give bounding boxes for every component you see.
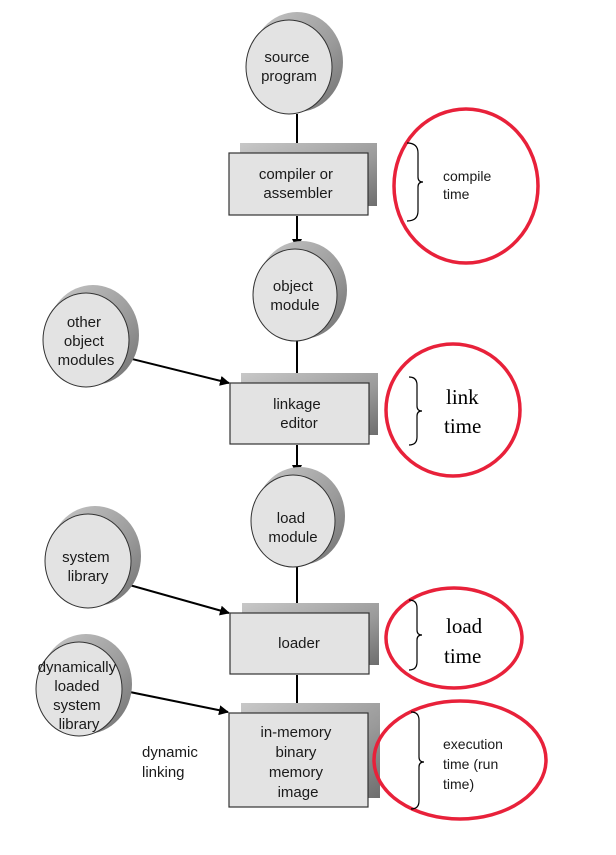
brace-icon — [410, 711, 425, 810]
node-label: in-memory binary memory image — [260, 724, 335, 801]
node-compiler: compiler or assembler — [228, 143, 377, 216]
node-label: load module — [268, 510, 317, 546]
node-label: compiler or assembler — [259, 166, 337, 202]
node-label: object module — [270, 278, 319, 314]
node-label: other object modules — [58, 314, 115, 369]
node-load-module: load module — [250, 467, 345, 568]
phase-label: execution time (run time) — [443, 736, 507, 792]
node-label: source program — [261, 49, 317, 85]
node-other-object-modules: other object modules — [42, 285, 139, 388]
node-dynamic-library: dynamically loaded system library — [35, 634, 132, 737]
node-system-library: system library — [44, 506, 141, 609]
highlight-ring — [392, 107, 540, 265]
phase-link-time: link time — [384, 342, 522, 478]
brace-icon — [406, 142, 424, 222]
phase-label: compile time — [443, 168, 495, 202]
phase-compile-time: compile time — [392, 107, 540, 265]
node-label: dynamically loaded system library — [38, 659, 121, 733]
node-label: linkage editor — [273, 396, 325, 432]
phase-load-time: load time — [384, 586, 524, 690]
node-loader: loader — [229, 603, 379, 675]
node-label: loader — [278, 635, 320, 652]
highlight-ring — [384, 586, 524, 690]
brace-icon — [408, 599, 423, 671]
phase-execution-time: execution time (run time) — [372, 699, 548, 821]
node-linkage-editor: linkage editor — [229, 373, 378, 445]
edge-arrow-system-library-to-loader — [125, 583, 230, 616]
brace-icon — [408, 376, 423, 446]
phase-label: load time — [444, 614, 487, 668]
node-memory-image: in-memory binary memory image — [228, 703, 380, 808]
phase-label: link time — [444, 385, 484, 438]
node-label: system library — [62, 549, 114, 585]
edge-arrow-other-object-modules-to-linkage-editor — [123, 356, 230, 386]
node-object-module: object module — [252, 241, 347, 342]
edge-arrow-dynamic-library-to-memory-image — [119, 689, 229, 716]
highlight-ring — [372, 699, 548, 821]
edge-label-dynamic-linking: dynamic linking — [142, 744, 202, 781]
highlight-ring — [384, 342, 522, 478]
node-source-program: source program — [245, 12, 343, 115]
